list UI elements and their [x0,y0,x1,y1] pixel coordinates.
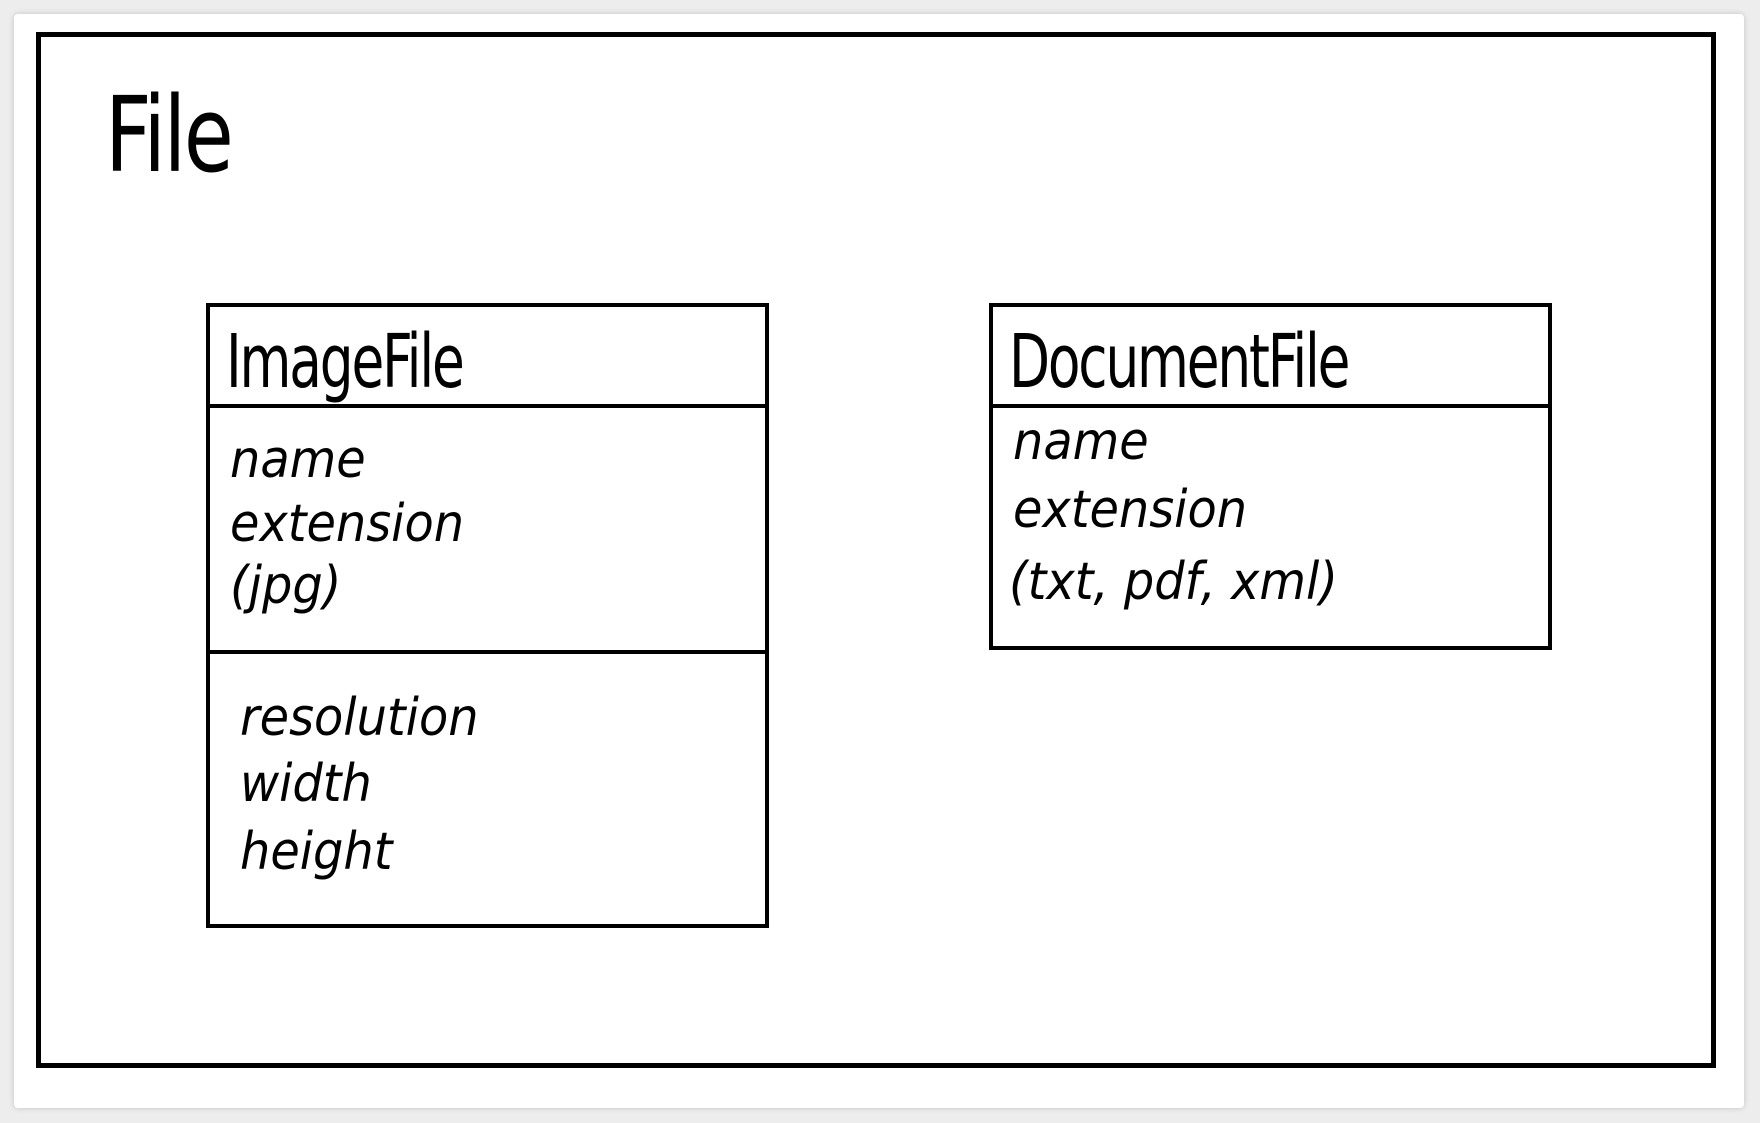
class-documentfile: DocumentFile name extension (txt, pdf, x… [989,303,1552,650]
attribute-name: name [230,430,366,490]
attribute-extension: extension [230,494,465,554]
attribute-height: height [240,822,393,882]
class-name-imagefile: ImageFile [226,319,465,405]
class-imagefile: ImageFile name extension (jpg) resolutio… [206,303,769,928]
class-name-documentfile: DocumentFile [1009,319,1350,405]
diagram-canvas: File ImageFile name extension (jpg) reso… [14,14,1744,1108]
extra-attribute-section: resolution width height [210,650,765,920]
attribute-extension: extension [1013,480,1248,540]
class-name-section: DocumentFile [993,307,1548,404]
attribute-extension-values: (txt, pdf, xml) [1009,552,1338,612]
package-title: File [105,74,234,196]
attribute-section: name extension (jpg) [210,404,765,650]
class-name-section: ImageFile [210,307,765,404]
package-file: File [36,32,1716,1068]
attribute-extension-values: (jpg) [230,556,342,616]
attribute-width: width [240,754,372,814]
attribute-section: name extension (txt, pdf, xml) [993,404,1548,640]
attribute-name: name [1013,412,1149,472]
attribute-resolution: resolution [240,688,479,748]
